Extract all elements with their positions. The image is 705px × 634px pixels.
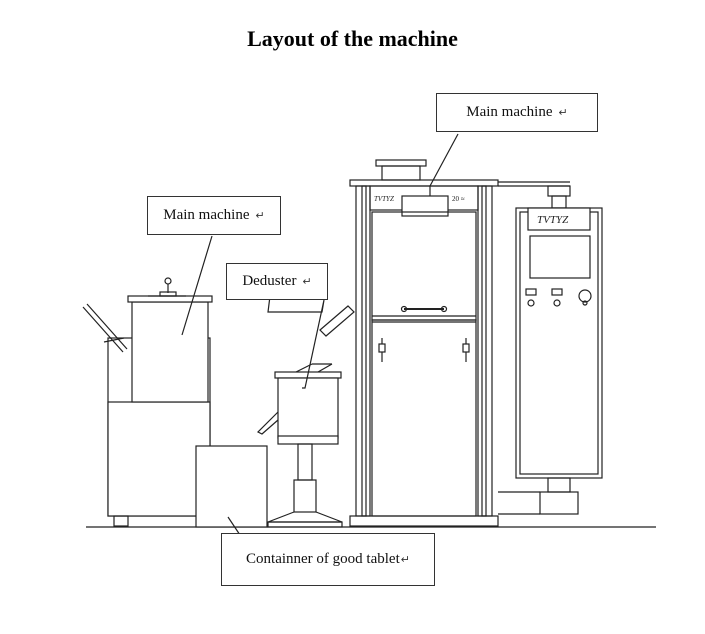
left-main-machine [82, 277, 213, 527]
leader-main-right [429, 133, 459, 196]
diagram-title: Layout of the machine [247, 26, 458, 51]
leader-main-left [181, 235, 213, 336]
label-text: Deduster [242, 273, 297, 289]
leader-container [227, 516, 241, 536]
return-icon: ↵ [302, 276, 312, 288]
cabinet-right-mark: 20 ≈ [452, 195, 465, 203]
label-main-machine-left: Main machine ↵ [147, 196, 281, 235]
control-panel [498, 185, 603, 515]
cabinet-left-mark: TVTYZ [374, 195, 394, 203]
return-icon: ↵ [400, 554, 410, 566]
chute [319, 305, 355, 337]
label-main-machine-right: Main machine ↵ [436, 93, 598, 132]
label-text: Main machine [466, 104, 553, 120]
press-cabinet [349, 159, 499, 527]
return-icon: ↵ [255, 210, 265, 222]
deduster [256, 363, 343, 528]
leader-deduster [267, 295, 325, 389]
label-container: Containner of good tablet ↵ [221, 533, 435, 586]
label-text: Containner of good tablet [246, 551, 400, 567]
label-deduster: Deduster ↵ [226, 263, 328, 300]
tablet-container [195, 445, 268, 528]
panel-brand-mark: TVTYZ [537, 214, 569, 226]
return-icon: ↵ [558, 107, 568, 119]
label-text: Main machine [163, 207, 250, 223]
